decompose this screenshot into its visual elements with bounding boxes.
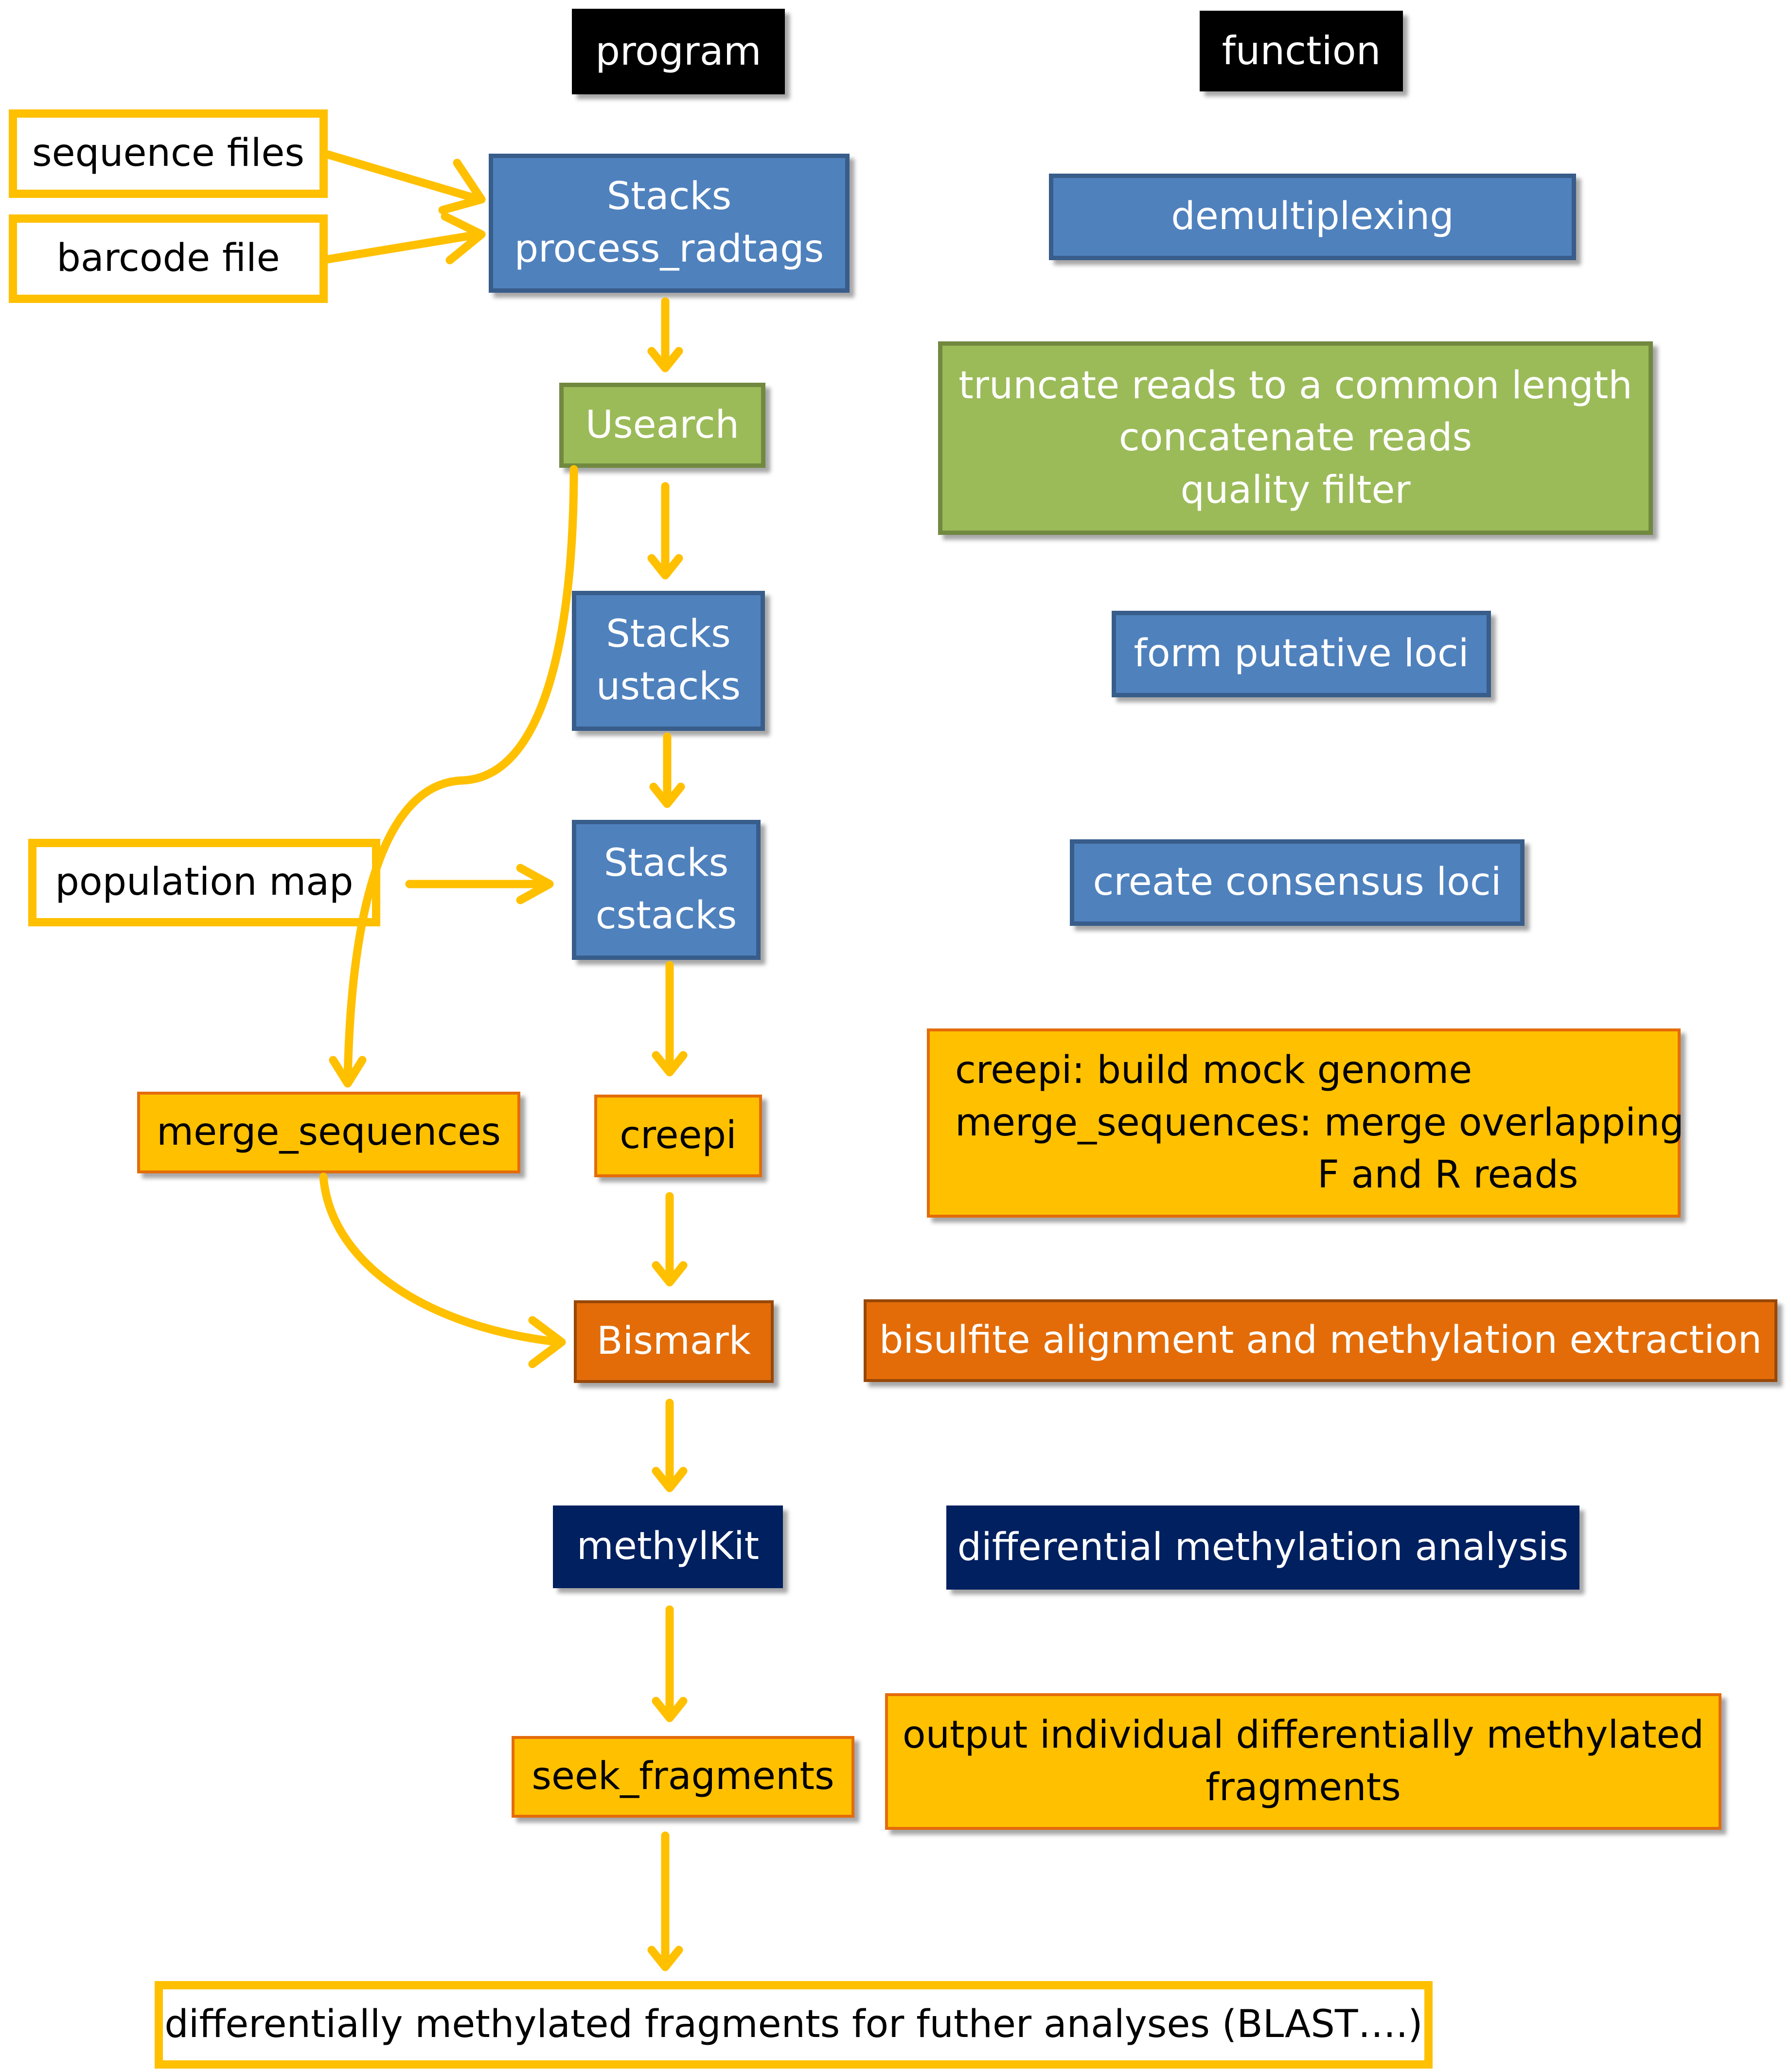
arrow-seek-to-output <box>647 1831 683 1971</box>
arrow-ustacks-to-cstacks <box>649 732 685 808</box>
final-output-label: differentially methylated fragments for … <box>164 2002 1423 2047</box>
bismark-box: Bismark <box>574 1300 774 1383</box>
usearch-function-line-2: concatenate reads <box>1118 416 1472 460</box>
create-consensus-loci-box: create consensus loci <box>1070 839 1525 926</box>
usearch-function-line-3: quality filter <box>1180 468 1411 512</box>
methylkit-label: methylKit <box>576 1524 760 1569</box>
process-radtags-line-1: Stacks <box>606 175 732 219</box>
ustacks-line-1: Stacks <box>606 612 731 656</box>
arrow-methylkit-to-seek <box>652 1605 688 1722</box>
methylkit-function-label: differential methylation analysis <box>957 1525 1569 1569</box>
arrow-cstacks-to-creepi <box>652 961 688 1077</box>
usearch-function-line-1: truncate reads to a common length <box>958 363 1632 407</box>
creepi-function-box: creepi: build mock genome merge_sequence… <box>927 1028 1684 1218</box>
seek-fragments-function-box: output individual differentially methyla… <box>885 1693 1721 1830</box>
creepi-box: creepi <box>594 1095 762 1177</box>
merge-sequences-box: merge_sequences <box>137 1092 520 1173</box>
cstacks-line-2: cstacks <box>595 894 737 938</box>
cstacks-box: Stacks cstacks <box>572 820 761 960</box>
arrow-usearch-to-ustacks <box>647 482 683 580</box>
bismark-function-label: bisulfite alignment and methylation extr… <box>879 1318 1762 1363</box>
creepi-function-line-3: F and R reads <box>1317 1153 1578 1197</box>
seek-fragments-label: seek_fragments <box>532 1754 834 1799</box>
methylkit-function-box: differential methylation analysis <box>946 1505 1579 1590</box>
ustacks-line-2: ustacks <box>596 665 741 708</box>
process-radtags-box: Stacks process_radtags <box>489 154 850 293</box>
sequence-files-input: sequence files <box>9 109 328 198</box>
bismark-label: Bismark <box>597 1319 751 1364</box>
methylkit-box: methylKit <box>553 1505 783 1588</box>
population-map-label: population map <box>55 860 354 904</box>
seek-fragments-function-line-2: fragments <box>1206 1765 1401 1809</box>
ustacks-box: Stacks ustacks <box>572 591 765 731</box>
seek-fragments-box: seek_fragments <box>512 1736 854 1818</box>
population-map-input: population map <box>28 839 380 926</box>
demultiplexing-label: demultiplexing <box>1171 195 1454 239</box>
creepi-function-line-2: merge_sequences: merge overlapping <box>955 1100 1684 1145</box>
form-putative-loci-label: form putative loci <box>1134 632 1469 676</box>
arrow-radtags-to-usearch <box>647 297 683 372</box>
arrow-usearch-to-merge <box>329 465 578 1088</box>
barcode-file-label: barcode file <box>56 236 280 281</box>
arrow-merge-to-bismark <box>319 1172 566 1368</box>
function-column-header: function <box>1200 11 1403 91</box>
seek-fragments-function-line-1: output individual differentially methyla… <box>902 1713 1704 1757</box>
process-radtags-line-2: process_radtags <box>514 227 824 271</box>
sequence-files-label: sequence files <box>32 131 305 176</box>
usearch-box: Usearch <box>559 383 765 468</box>
usearch-function-box: truncate reads to a common length concat… <box>938 341 1653 535</box>
creepi-label: creepi <box>620 1114 737 1158</box>
usearch-label: Usearch <box>585 403 740 447</box>
program-header-label: program <box>595 28 762 74</box>
bismark-function-box: bisulfite alignment and methylation extr… <box>864 1299 1777 1382</box>
program-column-header: program <box>572 9 785 94</box>
arrow-creepi-to-bismark <box>652 1192 688 1287</box>
arrow-sequence-files <box>324 150 486 214</box>
form-putative-loci-box: form putative loci <box>1112 611 1491 697</box>
arrow-population-map <box>405 864 554 904</box>
barcode-file-input: barcode file <box>9 214 328 303</box>
creepi-function-line-1: creepi: build mock genome <box>955 1048 1472 1093</box>
arrow-barcode-file <box>324 212 486 265</box>
cstacks-line-1: Stacks <box>603 841 729 885</box>
final-output-box: differentially methylated fragments for … <box>155 1981 1433 2069</box>
demultiplexing-box: demultiplexing <box>1049 174 1576 260</box>
function-header-label: function <box>1222 28 1381 73</box>
create-consensus-loci-label: create consensus loci <box>1093 860 1502 904</box>
merge-sequences-label: merge_sequences <box>157 1110 501 1154</box>
arrow-bismark-to-methylkit <box>652 1399 688 1492</box>
